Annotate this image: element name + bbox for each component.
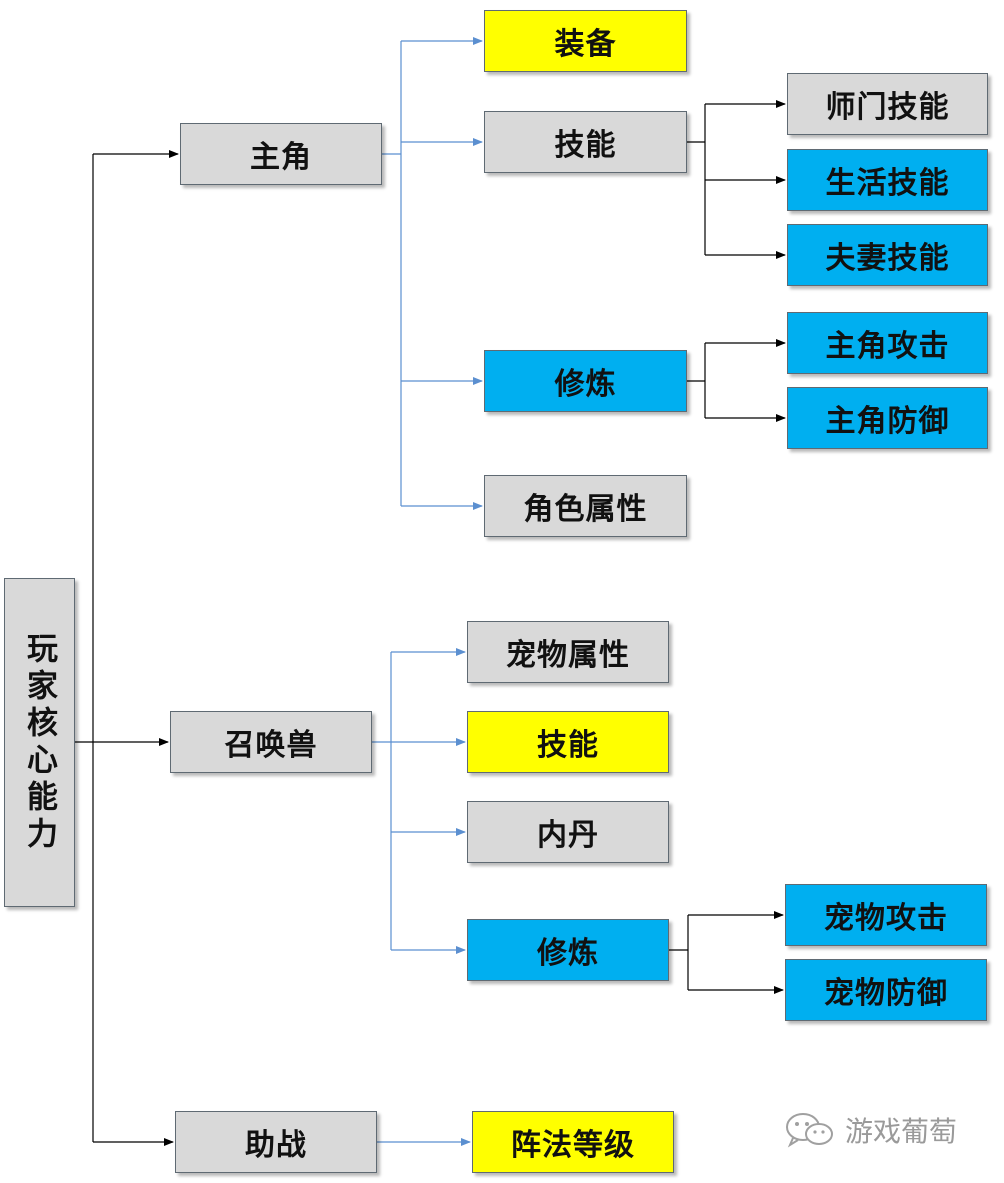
wechat-icon	[786, 1113, 833, 1148]
protagonist-connectors	[382, 37, 483, 510]
summon-connectors	[372, 648, 466, 954]
node-protagonist-cultivation: 修炼	[484, 350, 687, 412]
watermark: 游戏葡萄	[783, 1110, 957, 1150]
node-spouse-skills: 夫妻技能	[787, 224, 988, 286]
node-pet-attack: 宠物攻击	[785, 884, 987, 946]
node-pet-skills: 技能	[467, 711, 669, 773]
node-protagonist-defense: 主角防御	[787, 387, 988, 449]
cultivation-connectors	[687, 339, 786, 422]
pet-cultivation-connectors	[669, 911, 784, 994]
node-character-attributes: 角色属性	[484, 475, 687, 537]
node-inner-core: 内丹	[467, 801, 669, 863]
node-pet-defense: 宠物防御	[785, 959, 987, 1021]
root-connectors	[75, 150, 179, 1146]
node-summon-beast: 召唤兽	[170, 711, 372, 773]
root-node: 玩家核心能力	[4, 578, 75, 907]
node-protagonist: 主角	[180, 123, 382, 185]
node-pet-attributes: 宠物属性	[467, 621, 669, 683]
node-equipment: 装备	[484, 10, 687, 72]
watermark-text: 游戏葡萄	[845, 1115, 958, 1148]
node-protagonist-attack: 主角攻击	[787, 312, 988, 374]
node-protagonist-skills: 技能	[484, 111, 687, 173]
node-sect-skills: 师门技能	[787, 73, 988, 135]
node-life-skills: 生活技能	[787, 149, 988, 211]
node-formation-level: 阵法等级	[472, 1111, 674, 1173]
node-pet-cultivation: 修炼	[467, 919, 669, 981]
node-assist-battle: 助战	[175, 1111, 377, 1173]
skill-connectors	[687, 100, 786, 259]
